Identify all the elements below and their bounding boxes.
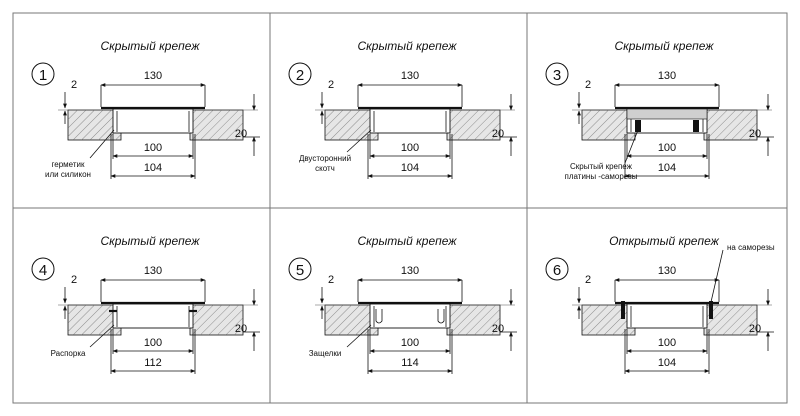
hatch-right [447,110,500,140]
panel-number-circle [288,62,312,86]
panel-number: 5 [296,262,304,279]
panel-title: Скрытый крепеж [357,234,457,248]
hatch-body [369,108,451,134]
dimension-2: 2 [71,79,77,91]
dimension-2: 2 [328,274,334,286]
panel-title: Скрытый крепеж [614,39,714,53]
dimension-20: 20 [492,323,504,335]
mounting-plate-left [635,120,641,132]
dimension-outer: 104 [401,162,419,174]
hatch-right [447,305,500,335]
hatch-body [626,303,708,329]
dimension-130: 130 [144,70,162,82]
dimension-130: 130 [658,70,676,82]
panel-number: 2 [296,67,304,84]
hatch-left [582,110,635,140]
note-leader [346,129,372,153]
dimension-outer: 114 [401,357,419,369]
note-label: Защелки [309,349,342,358]
note-leader [624,129,639,164]
hatch-left [325,305,378,335]
hatch-right [190,110,243,140]
dimension-2: 2 [71,274,77,286]
note-label: Распорка [51,349,86,358]
screw-left [621,301,625,319]
panel-6: Открытый крепеж 6 130 100 104 2 20 на саморезы [545,234,775,374]
dimension-2: 2 [585,79,591,91]
dimension-130: 130 [658,265,676,277]
dimension-130: 130 [144,265,162,277]
note-leader [89,129,115,159]
note-label: на саморезы [727,243,775,252]
dimension-130: 130 [401,265,419,277]
panel-number-circle [288,257,312,281]
dimension-outer: 104 [658,357,676,369]
dimension-20: 20 [235,323,247,335]
hatch-right [190,305,243,335]
dimension-100: 100 [401,337,419,349]
hatch-left [325,110,378,140]
panel-number: 4 [39,262,47,279]
dimension-100: 100 [144,142,162,154]
note-leader [346,324,372,348]
panel-number: 1 [39,67,47,84]
dimension-100: 100 [144,337,162,349]
dimension-outer: 104 [658,162,676,174]
panel-title: Скрытый крепеж [357,39,457,53]
hatch-body [112,303,194,329]
dimension-outer: 104 [144,162,162,174]
panel-number-circle [545,62,569,86]
dimension-20: 20 [492,128,504,140]
hatch-left [68,110,121,140]
dimension-100: 100 [401,142,419,154]
hatch-body [112,108,194,134]
top-insert [626,108,708,120]
latch-right [437,309,445,324]
panel-title: Скрытый крепеж [100,234,200,248]
dimension-outer: 112 [144,357,162,369]
dimension-2: 2 [328,79,334,91]
panel-title: Открытый крепеж [609,234,719,248]
dimension-130: 130 [401,70,419,82]
dimension-100: 100 [658,142,676,154]
dimension-20: 20 [749,323,761,335]
dimension-20: 20 [749,128,761,140]
panel-number: 3 [553,67,561,84]
hatch-body [369,303,451,329]
hatch-left [582,305,635,335]
note-leader [89,324,115,348]
panel-number: 6 [553,262,561,279]
panel-number-circle [31,62,55,86]
hatch-right [704,110,757,140]
latch-left [375,309,383,324]
mounting-plate-right [693,120,699,132]
panel-number-circle [31,257,55,281]
dimension-100: 100 [658,337,676,349]
dimension-2: 2 [585,274,591,286]
panel-number-circle [545,257,569,281]
screw-right [709,301,713,319]
dimension-20: 20 [235,128,247,140]
panel-title: Скрытый крепеж [100,39,200,53]
note-leader [710,249,724,303]
